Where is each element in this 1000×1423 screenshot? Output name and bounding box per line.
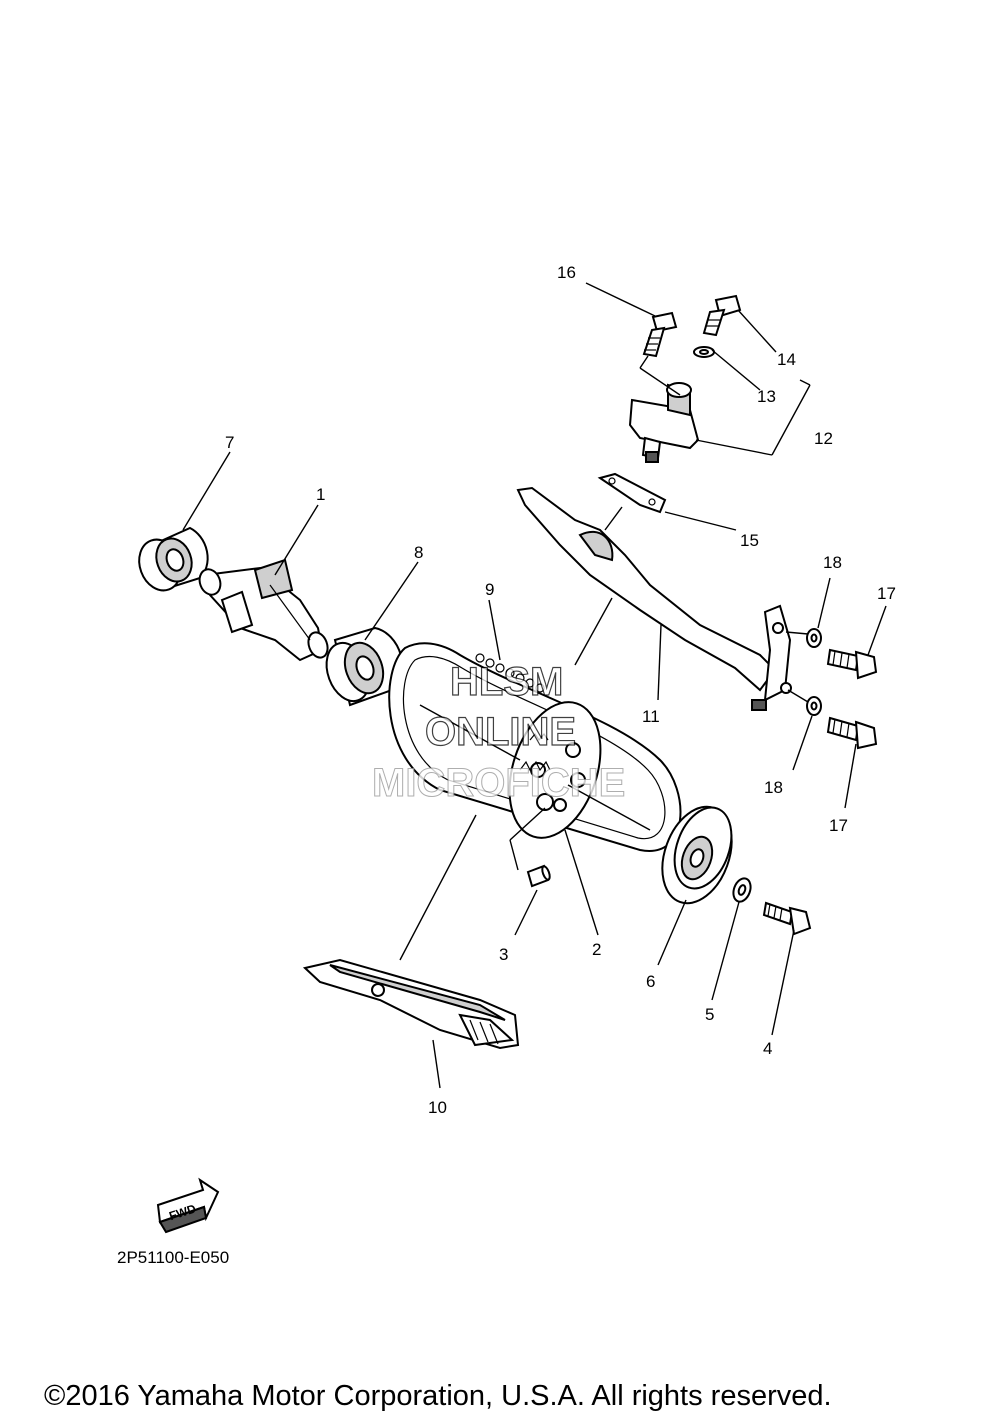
label-18-lower: 18 — [764, 778, 783, 797]
copyright-notice: ©2016 Yamaha Motor Corporation, U.S.A. A… — [44, 1380, 832, 1412]
label-16: 16 — [557, 263, 576, 282]
tensioner-guide-11 — [516, 486, 792, 711]
label-5: 5 — [705, 1005, 714, 1024]
label-8: 8 — [414, 543, 423, 562]
label-13: 13 — [757, 387, 776, 406]
bolt-4 — [762, 901, 812, 936]
pin-3 — [526, 864, 551, 888]
label-2: 2 — [592, 940, 601, 959]
plate-6 — [661, 805, 733, 905]
label-10: 10 — [428, 1098, 447, 1117]
leader-lines — [182, 282, 887, 1089]
washer-13 — [693, 346, 715, 358]
bearing-8 — [325, 626, 404, 707]
label-3: 3 — [499, 945, 508, 964]
label-17-upper: 17 — [877, 584, 896, 603]
label-14: 14 — [777, 350, 796, 369]
label-12: 12 — [814, 429, 833, 448]
label-1: 1 — [316, 485, 325, 504]
bolt-14 — [702, 294, 742, 337]
watermark: HLSM ONLINE MICROFICHE — [372, 659, 626, 805]
watermark-line-3: MICROFICHE — [372, 761, 625, 805]
watermark-line-1: HLSM — [450, 660, 563, 704]
washer-18-lower — [806, 696, 822, 716]
label-11: 11 — [642, 707, 660, 726]
bolt-17-upper — [826, 648, 878, 680]
label-4: 4 — [763, 1039, 772, 1058]
label-15: 15 — [740, 531, 759, 550]
gasket-15 — [597, 472, 667, 514]
bolt-17-lower — [826, 716, 878, 750]
part-labels: 1 2 3 4 5 6 7 8 9 10 11 12 13 14 15 16 1… — [225, 263, 896, 1117]
label-17-lower: 17 — [829, 816, 848, 835]
watermark-line-2: ONLINE — [425, 710, 576, 754]
label-18-upper: 18 — [823, 553, 842, 572]
washer-18-upper — [806, 628, 822, 648]
label-9: 9 — [485, 580, 494, 599]
fwd-arrow-icon: FWD — [156, 1177, 220, 1234]
washer-5 — [732, 877, 752, 903]
tensioner-12 — [628, 382, 700, 463]
diagram-code: 2P51100-E050 — [117, 1248, 230, 1267]
camshaft-1 — [198, 558, 329, 662]
cam-sprocket-2 — [508, 701, 602, 839]
label-6: 6 — [646, 972, 655, 991]
bearing-7 — [138, 526, 209, 592]
bolt-16 — [642, 311, 678, 358]
label-7: 7 — [225, 433, 234, 452]
spring-9 — [475, 653, 545, 693]
chain-guide-10 — [302, 958, 520, 1050]
